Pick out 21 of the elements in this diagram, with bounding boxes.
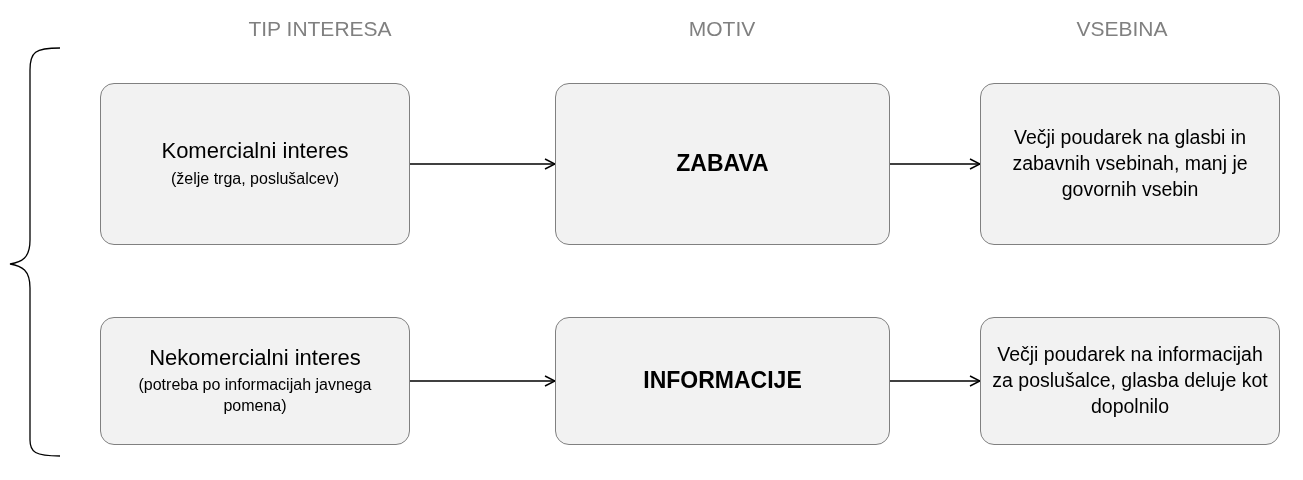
node-title: Komercialni interes <box>161 138 349 165</box>
arrow <box>409 375 556 387</box>
node-subtitle: (želje trga, poslušalcev) <box>170 168 340 189</box>
column-header: TIP INTERESA <box>248 17 392 41</box>
arrow <box>889 375 981 387</box>
node-title: Nekomercialni interes <box>149 345 361 372</box>
content-box <box>980 317 1280 445</box>
motive-box <box>555 317 890 445</box>
node-title: INFORMACIJE <box>643 367 802 395</box>
arrow <box>889 158 981 170</box>
content-box <box>980 83 1280 245</box>
motive-box <box>555 83 890 245</box>
column-header: VSEBINA <box>1076 17 1168 41</box>
node-title: Večji poudarek na informacijah za poslušalce, glasba deluje kot dopolnilo <box>991 342 1269 419</box>
column-header: MOTIV <box>688 17 756 41</box>
node-title: ZABAVA <box>676 150 769 178</box>
node-title: Večji poudarek na glasbi in zabavnih vsebinah, manj je govornih vsebin <box>1011 125 1249 202</box>
node-subtitle: (potreba po informacijah javnega pomena) <box>137 375 373 417</box>
arrow <box>409 158 556 170</box>
interest-box <box>100 83 410 245</box>
interest-box <box>100 317 410 445</box>
